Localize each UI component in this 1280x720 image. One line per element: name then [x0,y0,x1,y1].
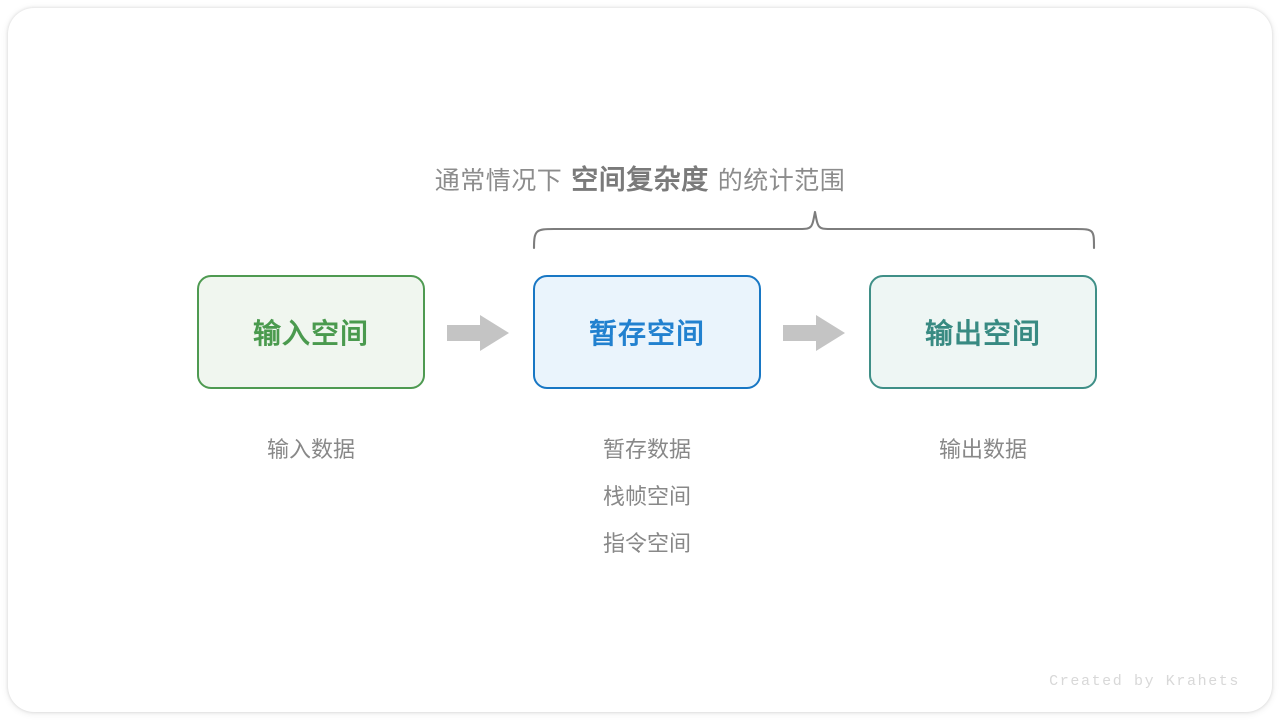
caption-line: 输入数据 [266,437,355,462]
footer-credit: Created by Krahets [1049,673,1240,690]
arrow-right-icon-2 [783,315,845,351]
space-box-temp-label: 暂存空间 [588,318,705,349]
space-box-output-label: 输出空间 [924,318,1041,349]
space-box-output[interactable]: 输出空间 [869,275,1097,389]
caption-line: 栈帧空间 [602,484,691,509]
scope-caption: 通常情况下空间复杂度的统计范围 [8,158,1272,197]
scope-caption-prefix: 通常情况下 [434,167,563,195]
caption-line: 暂存数据 [602,437,691,462]
caption-column-output: 输出数据 [869,426,1097,473]
caption-line: 输出数据 [938,437,1027,462]
diagram-card: 通常情况下空间复杂度的统计范围 输入空间 暂存空间 输出空间 输入数据 暂存数据… [8,8,1272,712]
caption-line: 指令空间 [602,531,691,556]
caption-column-input: 输入数据 [197,426,425,473]
scope-brace-icon [532,210,1096,250]
space-box-input[interactable]: 输入空间 [197,275,425,389]
flow-row: 输入空间 暂存空间 输出空间 [189,275,1106,390]
space-box-temp[interactable]: 暂存空间 [533,275,761,389]
caption-row: 输入数据 暂存数据 栈帧空间 指令空间 输出数据 [189,426,1106,566]
scope-caption-suffix: 的统计范围 [717,167,846,195]
scope-caption-highlight: 空间复杂度 [571,165,709,195]
arrow-right-icon-1 [447,315,509,351]
caption-column-temp: 暂存数据 栈帧空间 指令空间 [533,426,761,567]
space-box-input-label: 输入空间 [252,318,369,349]
